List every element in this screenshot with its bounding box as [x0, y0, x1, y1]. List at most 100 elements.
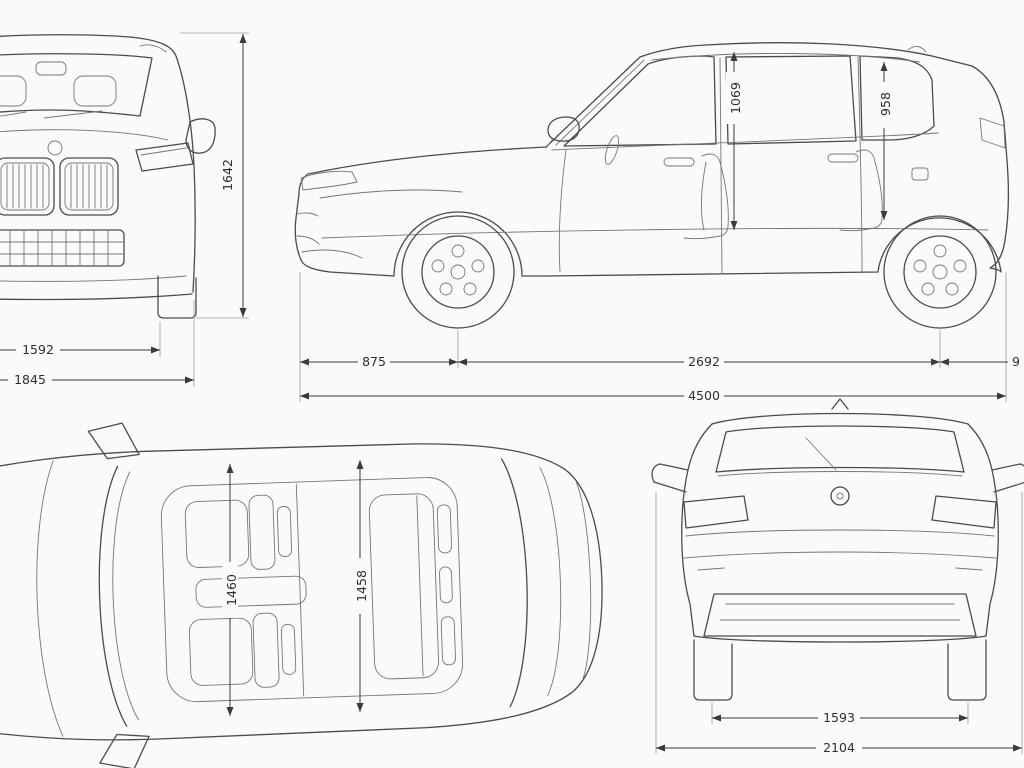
rear-car-drawing	[651, 398, 1024, 701]
label-mask	[222, 562, 238, 618]
rear-wiper	[805, 437, 837, 471]
dim-label-overall-height: 1642	[220, 159, 235, 191]
taillight-left	[683, 495, 749, 529]
front-fascia-lines	[296, 212, 363, 259]
label-mask	[1008, 355, 1024, 370]
dim-label-front-interior-height: 1069	[728, 82, 743, 114]
tailgate-crease	[685, 529, 995, 537]
dim-label-rear-overhang-partial: 9	[1012, 354, 1020, 369]
steering-wheel-sketch	[604, 135, 620, 165]
front-side-window	[563, 55, 717, 147]
dim-label-overall-length: 4500	[688, 388, 720, 403]
label-mask	[684, 355, 724, 370]
label-mask	[818, 711, 860, 726]
door-seams	[558, 56, 863, 275]
rear-diffuser	[703, 593, 977, 637]
taillight-right	[931, 495, 997, 529]
brand-roundel	[47, 140, 63, 156]
hood-line	[0, 129, 169, 141]
label-mask	[726, 72, 742, 124]
side-car-drawing	[294, 42, 1009, 329]
roofline-inner	[651, 52, 921, 63]
front-car-drawing	[0, 34, 216, 319]
cowl-arc	[112, 471, 139, 721]
top-view: 1460 1458	[0, 422, 603, 768]
rear-roof	[711, 412, 969, 425]
front-body-outline	[0, 34, 196, 293]
door-handle-rear	[827, 153, 859, 163]
roof-divider	[295, 483, 305, 697]
roof-antenna-fin	[907, 46, 927, 53]
fuel-cap	[911, 167, 929, 181]
kidney-grille	[0, 157, 119, 216]
dim-label-rear-interior-height: 958	[878, 92, 893, 116]
bumper-lip	[0, 275, 187, 282]
front-view: 1642 1592 1845	[0, 32, 249, 387]
door-handle-front	[663, 157, 695, 167]
height-extension-lines	[180, 32, 249, 319]
top-body-outline	[0, 443, 603, 741]
headlight-right-inner	[140, 147, 187, 156]
label-mask	[876, 82, 892, 128]
front-tire-right	[157, 275, 197, 319]
windshield-inner-line	[555, 59, 645, 146]
taillight-side	[979, 117, 1006, 149]
front-dimensions: 1642 1592 1845	[0, 32, 249, 387]
rear-mirror-left	[651, 463, 689, 493]
side-view: 1069 958 875 2692 9 4500	[294, 42, 1024, 404]
mirror-width-extension-lines	[655, 492, 1023, 754]
side-body-outline	[294, 42, 1009, 277]
character-lines	[319, 189, 989, 239]
front-seat-sketch	[683, 153, 729, 240]
wipers	[0, 110, 103, 119]
rear-side-window	[725, 55, 857, 145]
label-mask	[352, 558, 368, 614]
rear-tire-right	[947, 639, 987, 701]
rear-roundel	[830, 486, 850, 506]
front-wheel	[401, 215, 515, 329]
label-mask	[816, 741, 862, 756]
dim-label-track-width: 1592	[22, 342, 54, 357]
tailgate-lower-line	[683, 551, 997, 559]
panoramic-roof	[160, 477, 464, 703]
rear-mirror-right	[991, 463, 1024, 493]
windshield-arc	[98, 465, 128, 727]
mirror-top	[87, 422, 140, 460]
label-mask	[358, 355, 390, 370]
length-extension-lines	[299, 272, 1007, 402]
spoiler-line	[717, 471, 963, 477]
quarter-window	[859, 55, 935, 141]
dim-label-overall-width: 1845	[14, 372, 46, 387]
top-car-drawing	[0, 422, 603, 768]
rear-view: 1593 2104	[651, 398, 1024, 756]
label-mask	[16, 342, 60, 357]
rear-reflectors	[697, 567, 983, 571]
top-dimensions: 1460 1458	[222, 460, 369, 716]
front-body-bottom	[0, 293, 193, 301]
rear-wheel	[883, 215, 997, 329]
rear-bumper-bottom	[693, 635, 987, 643]
hatch-arc	[539, 467, 562, 696]
rear-dimensions: 1593 2104	[655, 492, 1023, 756]
roof-rails	[139, 44, 167, 53]
dim-label-rear-track-width: 1593	[823, 710, 855, 725]
side-dimensions: 1069 958 875 2692 9 4500	[299, 52, 1024, 404]
rearview-mirror	[35, 61, 67, 76]
dim-label-rear-shoulder-room: 1458	[354, 570, 369, 602]
beltline	[551, 132, 939, 151]
lower-grille	[0, 229, 125, 267]
rear-window-arc	[500, 458, 528, 708]
rear-bench-plan	[368, 493, 456, 680]
side-mirror	[547, 116, 580, 142]
headrest-right	[73, 75, 117, 107]
front-seats-plan	[184, 494, 307, 688]
windshield	[0, 53, 153, 117]
side-mirror-right	[185, 118, 216, 154]
rear-window	[715, 425, 965, 473]
rear-edge-arc	[575, 481, 592, 679]
dim-label-width-incl-mirrors: 2104	[823, 740, 855, 755]
mirror-bottom	[99, 733, 150, 768]
rear-tire-left	[693, 639, 733, 701]
